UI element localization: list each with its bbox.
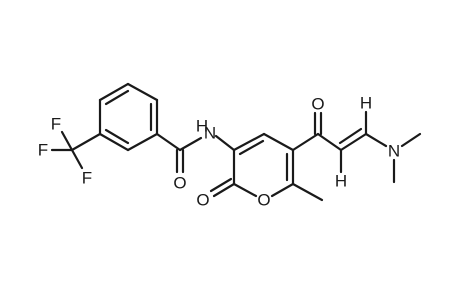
bond-ring1-c-d bbox=[126, 82, 159, 102]
amide-hydrogen: H bbox=[196, 117, 208, 136]
bond-cf3-ring bbox=[70, 132, 102, 152]
bond-cf3-f-bottom bbox=[70, 148, 84, 170]
bond-n-methyl-up bbox=[400, 132, 422, 148]
fluorine-atom-bottom: F bbox=[82, 169, 92, 188]
bond-ketone-alpha bbox=[316, 132, 343, 152]
lactone-carbonyl-oxygen: O bbox=[196, 191, 209, 210]
bond-ring2-c6-o1 bbox=[270, 182, 295, 198]
bond-ring1-inner-3 bbox=[104, 128, 130, 145]
atom-labels: F F F O H N O O O H H N bbox=[38, 94, 400, 210]
ring-oxygen: O bbox=[257, 191, 270, 210]
bond-carbonyl-n bbox=[178, 136, 203, 152]
bond-ring1-e-f bbox=[126, 132, 159, 152]
bond-vinyl-1 bbox=[339, 132, 368, 152]
amide-nitrogen: N bbox=[204, 124, 216, 143]
bond-ring2-o1-c2 bbox=[232, 182, 258, 198]
bond-n-c3 bbox=[214, 134, 236, 152]
bond-cf3-f-top bbox=[60, 130, 74, 152]
bond-beta-n bbox=[364, 132, 388, 148]
bond-lactone-co-1 bbox=[212, 182, 236, 198]
amide-carbonyl-oxygen: O bbox=[173, 174, 186, 193]
bond-ring1-b-c bbox=[98, 82, 130, 102]
dimethylamino-nitrogen: N bbox=[388, 142, 400, 161]
bond-c5-ketone bbox=[291, 132, 320, 152]
bonds bbox=[50, 82, 422, 202]
vinyl-hydrogen-bottom: H bbox=[335, 172, 347, 191]
vinyl-hydrogen-top: H bbox=[360, 94, 372, 113]
ketone-oxygen: O bbox=[311, 95, 324, 114]
bond-lactone-co-2 bbox=[209, 177, 233, 193]
bond-c6-methyl bbox=[291, 182, 324, 202]
bond-vinyl-2 bbox=[338, 127, 363, 145]
bond-ring2-c3-c4-inner bbox=[238, 139, 265, 156]
fluorine-atom-top: F bbox=[51, 115, 61, 134]
bond-ring-carbonyl bbox=[155, 132, 182, 152]
bond-ring2-c3-c4 bbox=[232, 132, 266, 152]
bond-ring2-c4-c5 bbox=[262, 132, 295, 152]
fluorine-atom-left: F bbox=[38, 141, 48, 160]
bond-ring1-f-a bbox=[98, 132, 130, 152]
bond-ring1-inner-1 bbox=[104, 89, 130, 106]
